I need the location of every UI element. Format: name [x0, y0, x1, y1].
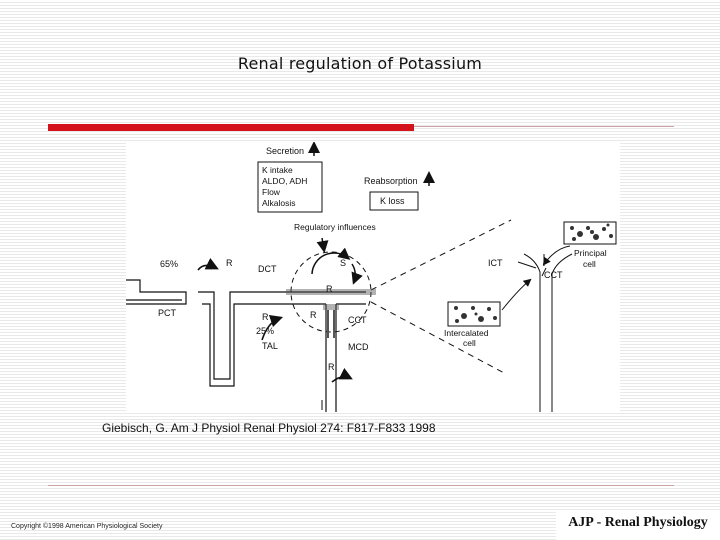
- principal-cell-label: Principal: [574, 248, 607, 258]
- nephron-tubule: [126, 279, 366, 412]
- cct-r-label: R: [310, 310, 317, 320]
- factor-alkalosis: Alkalosis: [262, 198, 296, 208]
- reabsorption-label: Reabsorption: [364, 176, 418, 186]
- cycle-arrow: [311, 247, 351, 275]
- secretion-site-s: S: [340, 258, 346, 268]
- slide-title: Renal regulation of Potassium: [237, 54, 483, 73]
- dct-r-label: R: [326, 284, 333, 294]
- intercalated-cell-label: Intercalated: [444, 328, 489, 338]
- bottom-divider: [48, 485, 674, 486]
- cct-label: CCT: [348, 315, 367, 325]
- zoom-line: [370, 301, 507, 375]
- pct-reabsorption-arrow: [197, 257, 219, 271]
- tal-reabsorption-arrow: [261, 314, 284, 341]
- tal-r-label: R: [262, 312, 269, 322]
- mcd-reabsorption-arrow: [331, 367, 353, 383]
- k-loss-label: K loss: [380, 196, 405, 206]
- ict-label: ICT: [488, 258, 503, 268]
- top-divider: [414, 126, 674, 127]
- copyright-notice: Copyright ©1998 American Physiological S…: [11, 523, 163, 530]
- tal-label: TAL: [262, 341, 278, 351]
- zoom-line: [370, 219, 512, 291]
- principal-cell-pointer: [542, 245, 571, 266]
- tal-percent: 25%: [256, 326, 274, 336]
- pct-r-label: R: [226, 258, 233, 268]
- k-loss-box: [369, 191, 419, 211]
- principal-cell-texture: [570, 223, 613, 241]
- intercalated-cell-pointer: [501, 278, 532, 311]
- citation: Giebisch, G. Am J Physiol Renal Physiol …: [102, 421, 436, 435]
- pct-label: PCT: [158, 308, 177, 318]
- mcd-label: MCD: [348, 342, 369, 352]
- factor-k-intake: K intake: [262, 165, 293, 175]
- ict-pointer: [517, 261, 537, 269]
- journal-logo: AJP - Renal Physiology: [556, 510, 720, 540]
- secretion-label: Secretion: [266, 146, 304, 156]
- factor-aldo-adh: ALDO, ADH: [262, 176, 307, 186]
- factor-box: [257, 161, 323, 213]
- dct-segment: [286, 289, 376, 295]
- pct-percent: 65%: [160, 259, 178, 269]
- intercalated-cell-texture: [454, 306, 497, 323]
- mcd-r-label: R: [328, 362, 335, 372]
- cct-detail-label: CCT: [544, 270, 563, 280]
- intercalated-cell-sublabel: cell: [463, 338, 476, 348]
- cycle-arrow: [351, 263, 363, 285]
- principal-cell-sublabel: cell: [583, 259, 596, 269]
- nephron-diagram: Secretion K intake ALDO, ADH Flow Alkalo…: [126, 142, 620, 412]
- dct-label: DCT: [258, 264, 277, 274]
- cct-segment: [323, 304, 339, 310]
- influence-arrow: [316, 237, 329, 253]
- regulatory-zone: [290, 251, 372, 333]
- accent-bar: [48, 124, 414, 131]
- nephron-diagram-svg: Secretion K intake ALDO, ADH Flow Alkalo…: [126, 142, 617, 412]
- factor-flow: Flow: [262, 187, 281, 197]
- regulatory-label: Regulatory influences: [294, 222, 376, 232]
- cct-pointer: [541, 267, 547, 277]
